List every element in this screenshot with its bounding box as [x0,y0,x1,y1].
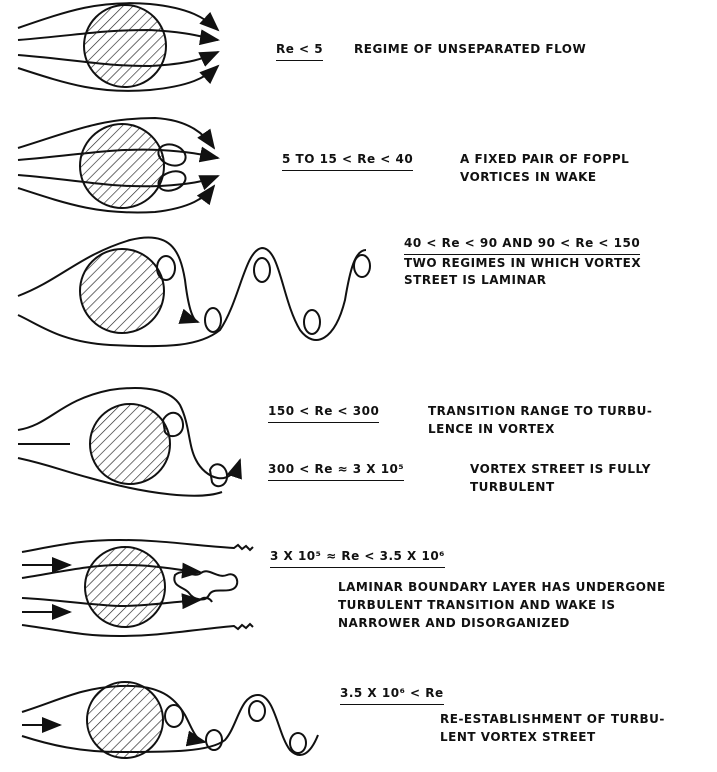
vortex [206,730,222,750]
vortex [165,705,183,727]
regime-7-description-line-2: LENT VORTEX STREET [440,730,596,745]
regime-4-description-line-1: TRANSITION RANGE TO TURBU- [428,404,652,419]
regime-2-condition: 5 TO 15 < Re < 40 [282,152,413,171]
regime-5-condition: 300 < Re ≈ 3 X 10⁵ [268,462,404,481]
regime-3-description-line-2: STREET IS LAMINAR [404,273,547,288]
cylinder [90,404,170,484]
cylinder [80,249,164,333]
vortex [157,256,175,280]
regime-4-description-line-2: LENCE IN VORTEX [428,422,555,437]
turbulent-wake [174,571,237,599]
regime-1-description: REGIME OF UNSEPARATED FLOW [354,42,586,57]
vortex [290,733,306,753]
figure-foppl-vortices [18,118,218,213]
figure-turbulent-vortex-street-reestablished [22,682,318,758]
vortex [354,255,370,277]
vortex [304,310,320,334]
regime-4-condition: 150 < Re < 300 [268,404,379,423]
figure-laminar-vortex-street [18,237,370,346]
regime-1-condition: Re < 5 [276,42,323,61]
regime-7-description-line-1: RE-ESTABLISHMENT OF TURBU- [440,712,665,727]
regime-6-condition: 3 X 10⁵ ≈ Re < 3.5 X 10⁶ [270,549,445,568]
vortex [210,464,227,486]
regime-3-description-line-1: TWO REGIMES IN WHICH VORTEX [404,256,641,271]
figure-transition-range [18,388,240,496]
regime-3-condition: 40 < Re < 90 AND 90 < Re < 150 [404,236,640,255]
vortex [205,308,221,332]
regime-5-description-line-2: TURBULENT [470,480,555,495]
regime-2-description-line-1: A FIXED PAIR OF FOPPL [460,152,629,167]
cylinder [85,547,165,627]
regime-2-description-line-2: VORTICES IN WAKE [460,170,597,185]
regime-7-condition: 3.5 X 10⁶ < Re [340,686,444,705]
cylinder [80,124,164,208]
figure-unseparated-flow [18,3,218,91]
cylinder [84,5,166,87]
cylinder [87,682,163,758]
figure-turbulent-boundary-layer [22,540,253,636]
regime-6-description-line-3: NARROWER AND DISORGANIZED [338,616,570,631]
vortex [254,258,270,282]
regime-6-description-line-1: LAMINAR BOUNDARY LAYER HAS UNDERGONE [338,580,666,595]
vortex [249,701,265,721]
regime-6-description-line-2: TURBULENT TRANSITION AND WAKE IS [338,598,615,613]
regime-5-description-line-1: VORTEX STREET IS FULLY [470,462,651,477]
